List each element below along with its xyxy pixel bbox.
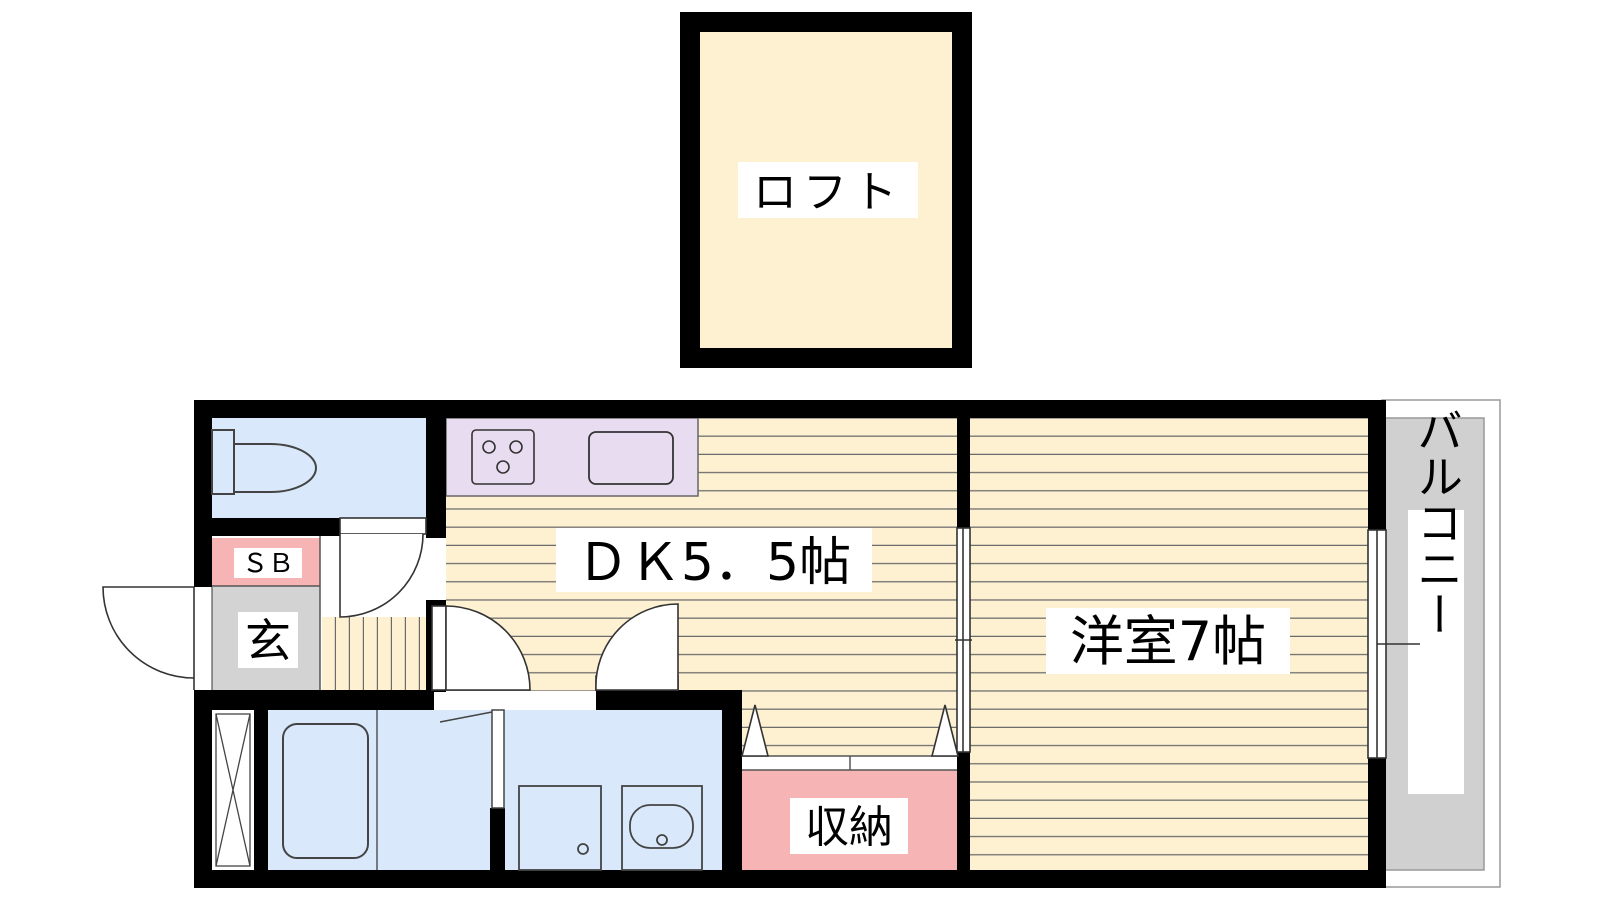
dk-label-bg bbox=[556, 528, 872, 592]
storage-label: 収納 bbox=[805, 802, 893, 853]
shoe-box-label-bg bbox=[234, 548, 302, 578]
bath-sliding-door bbox=[439, 709, 505, 809]
sink-icon bbox=[588, 431, 674, 485]
entrance-label-bg bbox=[238, 612, 298, 668]
loft-label: ロフト bbox=[753, 167, 903, 218]
room-labels: ＤＫ5．5帖 洋室7帖 ＳＢ 玄 収納 bbox=[234, 528, 1290, 854]
balcony-label: バルコニー bbox=[1410, 407, 1464, 637]
storage-label-bg bbox=[790, 798, 908, 854]
entrance-label: 玄 bbox=[245, 614, 291, 668]
partitions bbox=[212, 536, 957, 870]
stove-icon bbox=[471, 429, 535, 485]
toilet-icon bbox=[211, 429, 317, 495]
balcony: バルコニー bbox=[1381, 399, 1501, 888]
western-room-label: 洋室7帖 bbox=[1070, 610, 1266, 673]
dk-label: ＤＫ5．5帖 bbox=[577, 533, 851, 593]
washbasin-icon bbox=[621, 785, 703, 871]
doors bbox=[102, 517, 1420, 759]
washing-machine-icon bbox=[518, 785, 602, 871]
loft-label-bg bbox=[738, 162, 918, 218]
western-room-label-bg bbox=[1046, 608, 1290, 674]
walls bbox=[194, 400, 1386, 888]
loft-room: ロフト bbox=[680, 12, 972, 368]
bathtub-icon bbox=[282, 723, 369, 859]
shoe-box-label: ＳＢ bbox=[242, 549, 294, 579]
closet-cross-icon bbox=[215, 713, 251, 867]
